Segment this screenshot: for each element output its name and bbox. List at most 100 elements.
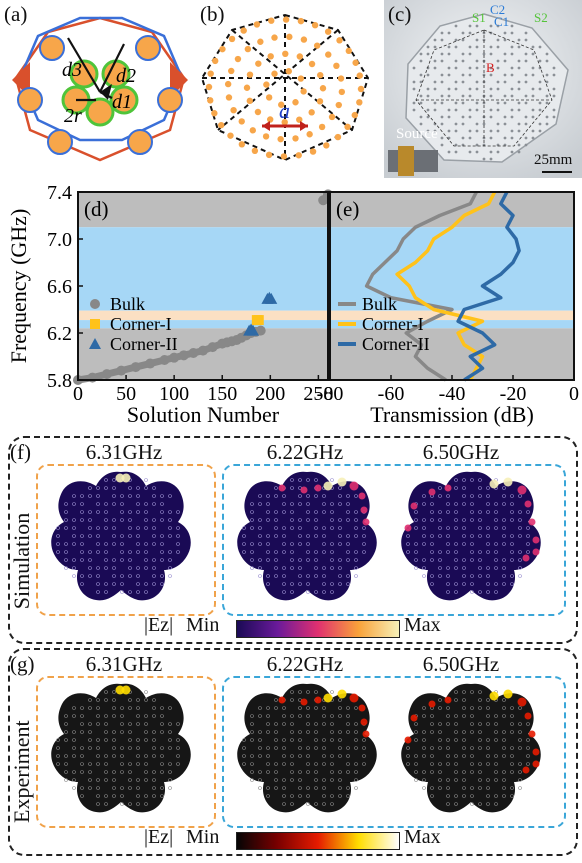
field-hotspot <box>522 554 530 562</box>
series-line-corner-i <box>395 191 497 381</box>
field-hotspot <box>300 486 308 494</box>
sim-freq-3: 6.50GHz <box>422 440 500 464</box>
field-hotspot <box>404 736 412 744</box>
ytick-label-3: 7.0 <box>47 229 72 251</box>
exp-colorbar-min: Min <box>186 826 220 848</box>
exp-field-map-2 <box>237 683 377 813</box>
band-1-3 <box>330 320 574 329</box>
legend-label-0-1: Corner-I <box>110 314 172 334</box>
band-1-4 <box>330 328 574 380</box>
device-outline <box>401 683 541 813</box>
xaxis-title-1: Transmission (dB) <box>370 402 534 427</box>
corner-ii-sim-frame <box>222 464 566 616</box>
exp-freq-2: 6.22GHz <box>266 652 344 676</box>
field-hotspot <box>410 714 418 722</box>
field-hotspot <box>121 473 131 483</box>
panel-e-label: (e) <box>336 197 359 221</box>
sim-colorbar-min: Min <box>186 614 220 636</box>
sim-freq-2: 6.22GHz <box>266 440 344 464</box>
field-hotspot <box>532 536 540 544</box>
exp-field-map-1 <box>51 683 191 813</box>
field-hotspot <box>349 693 359 703</box>
simulation-row-title: Simulation <box>9 512 34 610</box>
device-outline <box>51 471 191 601</box>
device-outline <box>237 471 377 601</box>
field-hotspot <box>489 691 499 701</box>
field-hotspot <box>358 704 366 712</box>
xtick-label-1-4: 0 <box>569 383 579 405</box>
outer-octagon <box>14 16 186 162</box>
field-hotspot <box>522 766 530 774</box>
xtick-label-0-5: 250 <box>303 383 333 405</box>
xtick-label-0-4: 200 <box>255 383 285 405</box>
exp-freq-3: 6.50GHz <box>422 652 500 676</box>
c1-label: C1 <box>494 14 510 29</box>
field-hotspot <box>517 697 527 707</box>
xtick-label-1-2: -40 <box>439 383 466 405</box>
field-hotspot <box>532 760 540 768</box>
panel-d-label: (d) <box>84 197 109 221</box>
experiment-row-title: Experiment <box>9 720 34 823</box>
field-hotspot <box>362 730 370 738</box>
field-hotspot <box>444 484 452 492</box>
device-outline <box>51 683 191 813</box>
panel-c-label: (c) <box>388 2 412 26</box>
field-hotspot <box>428 488 436 496</box>
sim-colorbar-quantity: |Ez| <box>144 614 174 636</box>
r-label: 2r <box>64 105 82 127</box>
panel-a-label: (a) <box>4 2 28 26</box>
field-hotspot <box>300 698 308 706</box>
field-hotspot <box>362 518 370 526</box>
field-hotspot <box>360 718 368 726</box>
field-hotspot <box>358 492 366 500</box>
panel-b-label: (b) <box>200 2 225 26</box>
yaxis-title: Frequency (GHz) <box>6 209 31 364</box>
field-hotspot <box>278 484 286 492</box>
legend-label-0-0: Bulk <box>110 294 145 314</box>
ytick-label-4: 7.4 <box>47 182 72 204</box>
field-hotspot <box>503 477 513 487</box>
field-hotspot <box>503 689 513 699</box>
corner-ii-exp-frame <box>222 676 566 828</box>
series-line-corner-ii <box>456 191 521 382</box>
series-line-bulk <box>364 191 478 382</box>
field-hotspot <box>524 500 532 508</box>
band-1-1 <box>330 227 574 311</box>
xtick-label-1-0: -80 <box>317 383 344 405</box>
legend-label-1-0: Bulk <box>362 294 397 314</box>
legend-symbol-0-2 <box>89 338 101 349</box>
sim-field-map-2 <box>237 471 377 601</box>
xtick-label-1-3: -20 <box>500 383 527 405</box>
panel-f-label: (f) <box>10 440 31 464</box>
field-hotspot <box>360 506 368 514</box>
legend-label-0-2: Corner-II <box>110 334 178 354</box>
exp-colorbar <box>236 832 400 850</box>
field-hotspot <box>528 730 536 738</box>
field-hotspot <box>444 696 452 704</box>
field-hotspot <box>528 518 536 526</box>
exp-freq-1: 6.31GHz <box>85 652 163 676</box>
device-outline <box>401 471 541 601</box>
sim-colorbar <box>236 620 400 638</box>
d3-label: d3 <box>62 59 82 81</box>
corner-i-sim-frame <box>36 464 216 616</box>
field-hotspot <box>532 748 540 756</box>
exp-colorbar-quantity: |Ez| <box>144 826 174 848</box>
legend-label-1-2: Corner-II <box>362 334 430 354</box>
sim-freq-1: 6.31GHz <box>85 440 163 464</box>
legend-symbol-0-0 <box>90 299 100 309</box>
point-corner-ii-5 <box>265 292 278 304</box>
xtick-label-0-0: 0 <box>73 383 83 405</box>
field-hotspot <box>410 502 418 510</box>
band-0-3 <box>78 320 328 329</box>
source-label: Source <box>396 126 438 142</box>
field-hotspot <box>428 700 436 708</box>
sim-field-map-3 <box>401 471 541 601</box>
ytick-label-2: 6.6 <box>47 276 72 298</box>
device-outline <box>237 683 377 813</box>
field-hotspot <box>323 481 333 491</box>
field-hotspot <box>404 524 412 532</box>
field-hotspot <box>489 479 499 489</box>
panel-a-unit-cell: d3 d2 d1 2r <box>12 16 188 162</box>
